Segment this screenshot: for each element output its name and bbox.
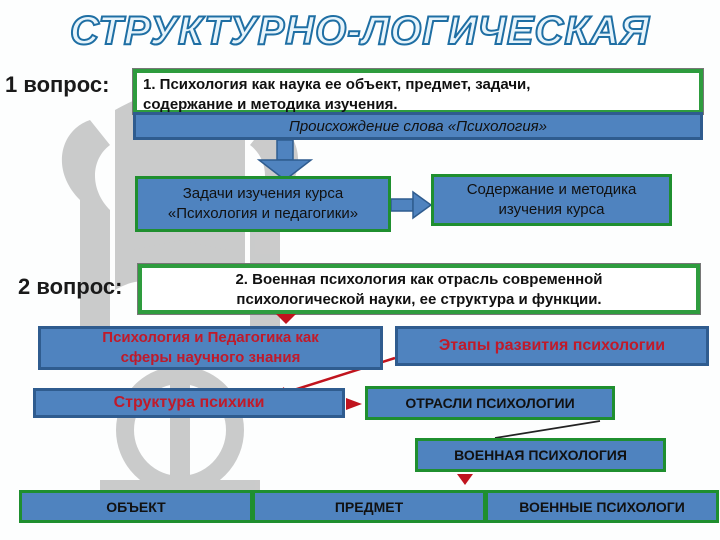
structure-text: Структура психики (113, 394, 265, 411)
spheres-box: Психология и Педагогика как сферы научно… (38, 326, 383, 370)
military-psych-text: ВОЕННЫЕ ПСИХОЛОГИ (519, 498, 685, 515)
content-line1: Содержание и методика (466, 181, 637, 198)
arrow-down-icon (256, 140, 314, 181)
content-line2: изучения курса (498, 201, 605, 218)
branches-box: ОТРАСЛИ ПСИХОЛОГИИ (365, 386, 615, 420)
tasks-line2: «Психология и педагогики» (167, 205, 359, 222)
content-box: Содержание и методика изучения курса (431, 174, 672, 226)
object-box: ОБЪЕКТ (19, 490, 253, 523)
question1-topic-line2: содержание и методика изучения. (143, 96, 398, 113)
military-psych-box: ВОЕННЫЕ ПСИХОЛОГИ (485, 490, 719, 523)
tasks-line1: Задачи изучения курса (182, 185, 344, 202)
arrow-right-icon (391, 190, 433, 220)
question1-topic-box: 1. Психология как наука ее объект, предм… (132, 68, 704, 115)
question1-topic-text: 1. Психология как наука ее объект, предм… (143, 75, 703, 115)
question2-topic-line2: психологической науки, ее структура и фу… (236, 291, 602, 308)
object-text: ОБЪЕКТ (106, 498, 166, 515)
stages-text: Этапы развития психологии (438, 337, 666, 354)
origin-box: Происхождение слова «Психология» (133, 112, 703, 140)
military-text: ВОЕННАЯ ПСИХОЛОГИЯ (454, 447, 627, 463)
tasks-box: Задачи изучения курса «Психология и педа… (135, 176, 391, 232)
spheres-line1: Психология и Педагогика как (102, 329, 319, 346)
subject-text: ПРЕДМЕТ (334, 498, 404, 515)
subject-box: ПРЕДМЕТ (252, 490, 486, 523)
question2-topic-box: 2. Военная психология как отрасль соврем… (137, 263, 701, 315)
question1-topic-line1: 1. Психология как наука ее объект, предм… (143, 76, 531, 93)
question1-label: 1 вопрос: (5, 72, 110, 97)
question2-topic-line1: 2. Военная психология как отрасль соврем… (235, 271, 603, 288)
question2-label: 2 вопрос: (18, 274, 123, 299)
structure-box: Структура психики (33, 388, 345, 418)
origin-text: Происхождение слова «Психология» (288, 117, 548, 135)
spheres-line2: сферы научного знания (120, 349, 301, 366)
stages-box: Этапы развития психологии (395, 326, 709, 366)
question2-topic-text: 2. Военная психология как отрасль соврем… (142, 270, 696, 310)
military-box: ВОЕННАЯ ПСИХОЛОГИЯ (415, 438, 666, 472)
branches-text: ОТРАСЛИ ПСИХОЛОГИИ (405, 395, 575, 411)
